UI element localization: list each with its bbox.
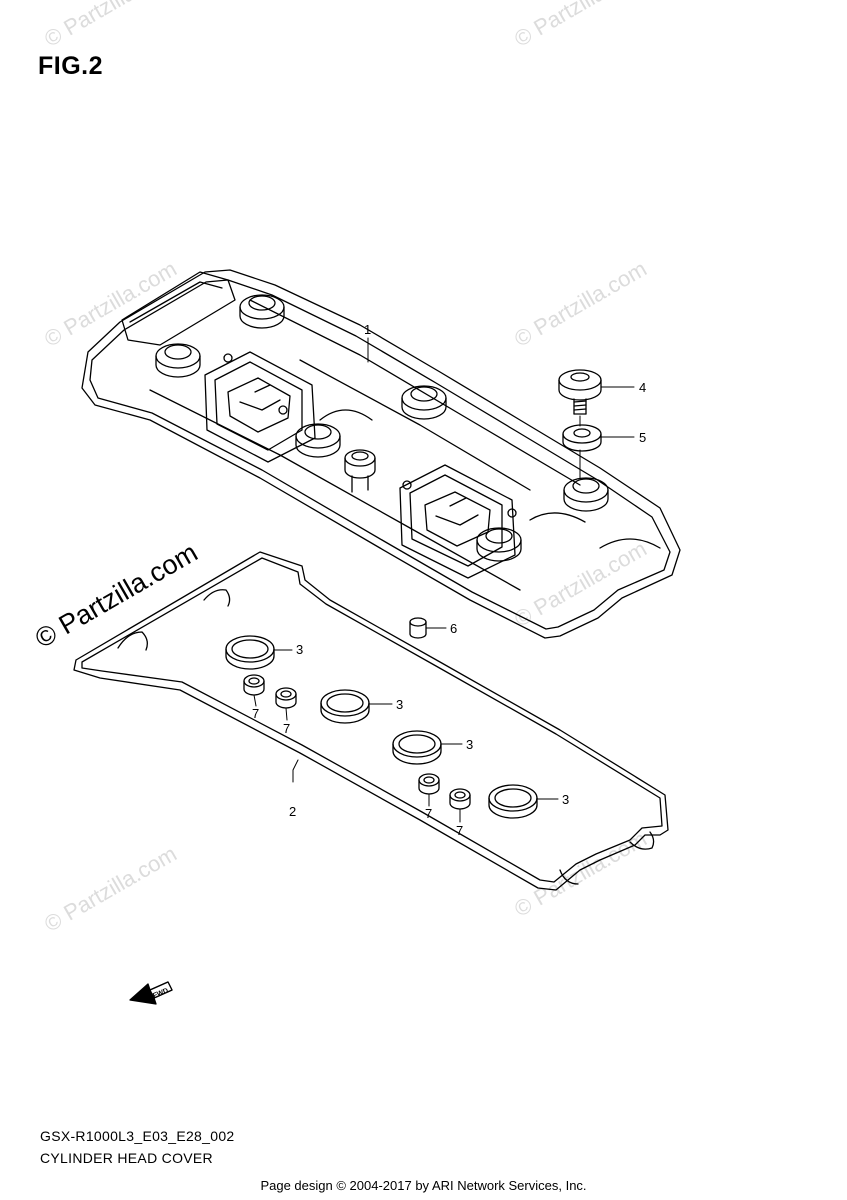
callout-3: 3 bbox=[396, 697, 403, 712]
figure-title: FIG.2 bbox=[38, 52, 104, 80]
callout-7: 7 bbox=[283, 721, 290, 736]
callout-6: 6 bbox=[450, 621, 457, 636]
callout-3: 3 bbox=[562, 792, 569, 807]
callout-7: 7 bbox=[252, 706, 259, 721]
callout-7: 7 bbox=[425, 806, 432, 821]
head-cover-gasket bbox=[73, 551, 669, 891]
callout-3: 3 bbox=[466, 737, 473, 752]
dowel-pin bbox=[409, 617, 427, 639]
model-code: GSX-R1000L3_E03_E28_002 bbox=[40, 1128, 235, 1144]
callout-5: 5 bbox=[639, 430, 646, 445]
callout-4: 4 bbox=[639, 380, 646, 395]
plug-seal-group bbox=[225, 635, 538, 819]
callout-1: 1 bbox=[364, 322, 371, 337]
page-footer: Page design © 2004-2017 by ARI Network S… bbox=[260, 1178, 587, 1193]
bolt-grommet bbox=[562, 424, 602, 452]
leader-lines bbox=[253, 337, 635, 823]
fwd-arrow-icon bbox=[129, 981, 173, 1005]
callout-3: 3 bbox=[296, 642, 303, 657]
cover-bolt bbox=[558, 369, 602, 415]
callout-2: 2 bbox=[289, 804, 296, 819]
callout-7: 7 bbox=[456, 823, 463, 838]
drawing-name: CYLINDER HEAD COVER bbox=[40, 1150, 213, 1166]
cylinder-head-cover bbox=[81, 269, 681, 639]
